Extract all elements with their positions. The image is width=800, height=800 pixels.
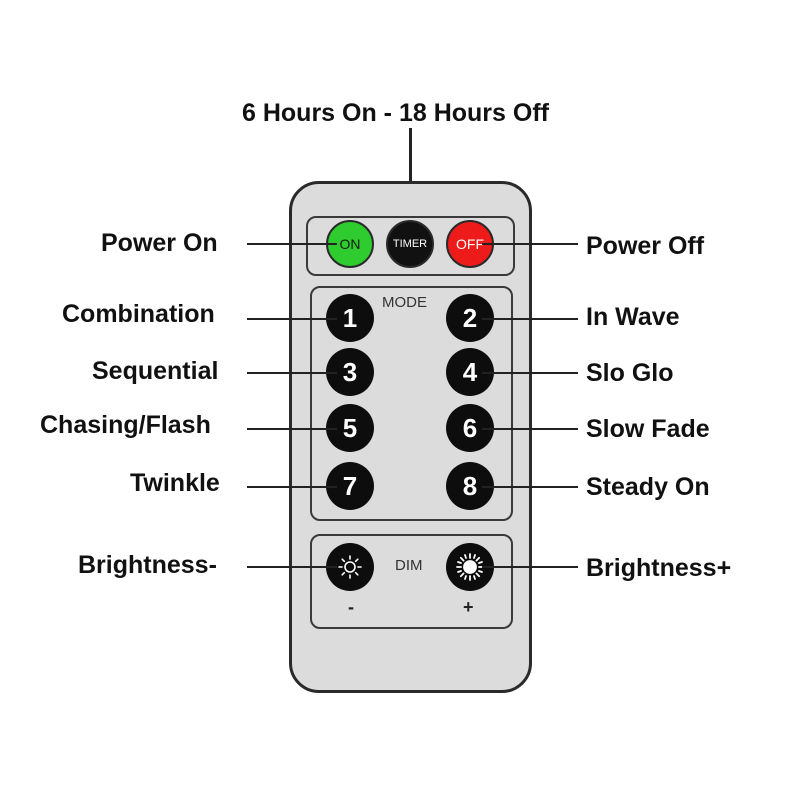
brightness-up-leader [482,566,578,568]
plus-label: + [463,597,474,617]
timer-button[interactable]: TIMER [386,220,434,268]
combination-leader [247,318,337,320]
combination-label: Combination [62,300,215,328]
minus-label: - [348,597,354,617]
dim-panel [310,534,513,629]
timer-leader-line [409,128,412,224]
twinkle-label: Twinkle [130,469,220,497]
slow-fade-label: Slow Fade [586,415,710,443]
in-wave-leader [482,318,578,320]
brightness-up-label: Brightness+ [586,554,732,582]
slow-fade-leader [482,428,578,430]
mode-2-button[interactable]: 2 [446,294,494,342]
brightness-down-leader [247,566,337,568]
power-off-label: Power Off [586,232,705,260]
sequential-leader [247,372,337,374]
chasing-flash-label: Chasing/Flash [40,411,211,439]
timer-description-label: 6 Hours On - 18 Hours Off [242,99,549,127]
mode-label: MODE [382,294,427,311]
steady-on-label: Steady On [586,473,710,501]
sun-outline-icon [338,555,362,579]
in-wave-label: In Wave [586,303,680,331]
power-on-label: Power On [101,229,218,257]
dim-label: DIM [395,557,423,574]
slo-glo-leader [482,372,578,374]
steady-on-leader [482,486,578,488]
sun-filled-icon [456,553,484,581]
slo-glo-label: Slo Glo [586,359,674,387]
power-off-leader [482,243,578,245]
chasing-flash-leader [247,428,337,430]
brightness-down-label: Brightness- [78,551,217,579]
power-panel [306,216,515,276]
twinkle-leader [247,486,337,488]
sequential-label: Sequential [92,357,219,385]
mode-panel [310,286,513,521]
power-on-leader [247,243,337,245]
mode-7-button[interactable]: 7 [326,462,374,510]
